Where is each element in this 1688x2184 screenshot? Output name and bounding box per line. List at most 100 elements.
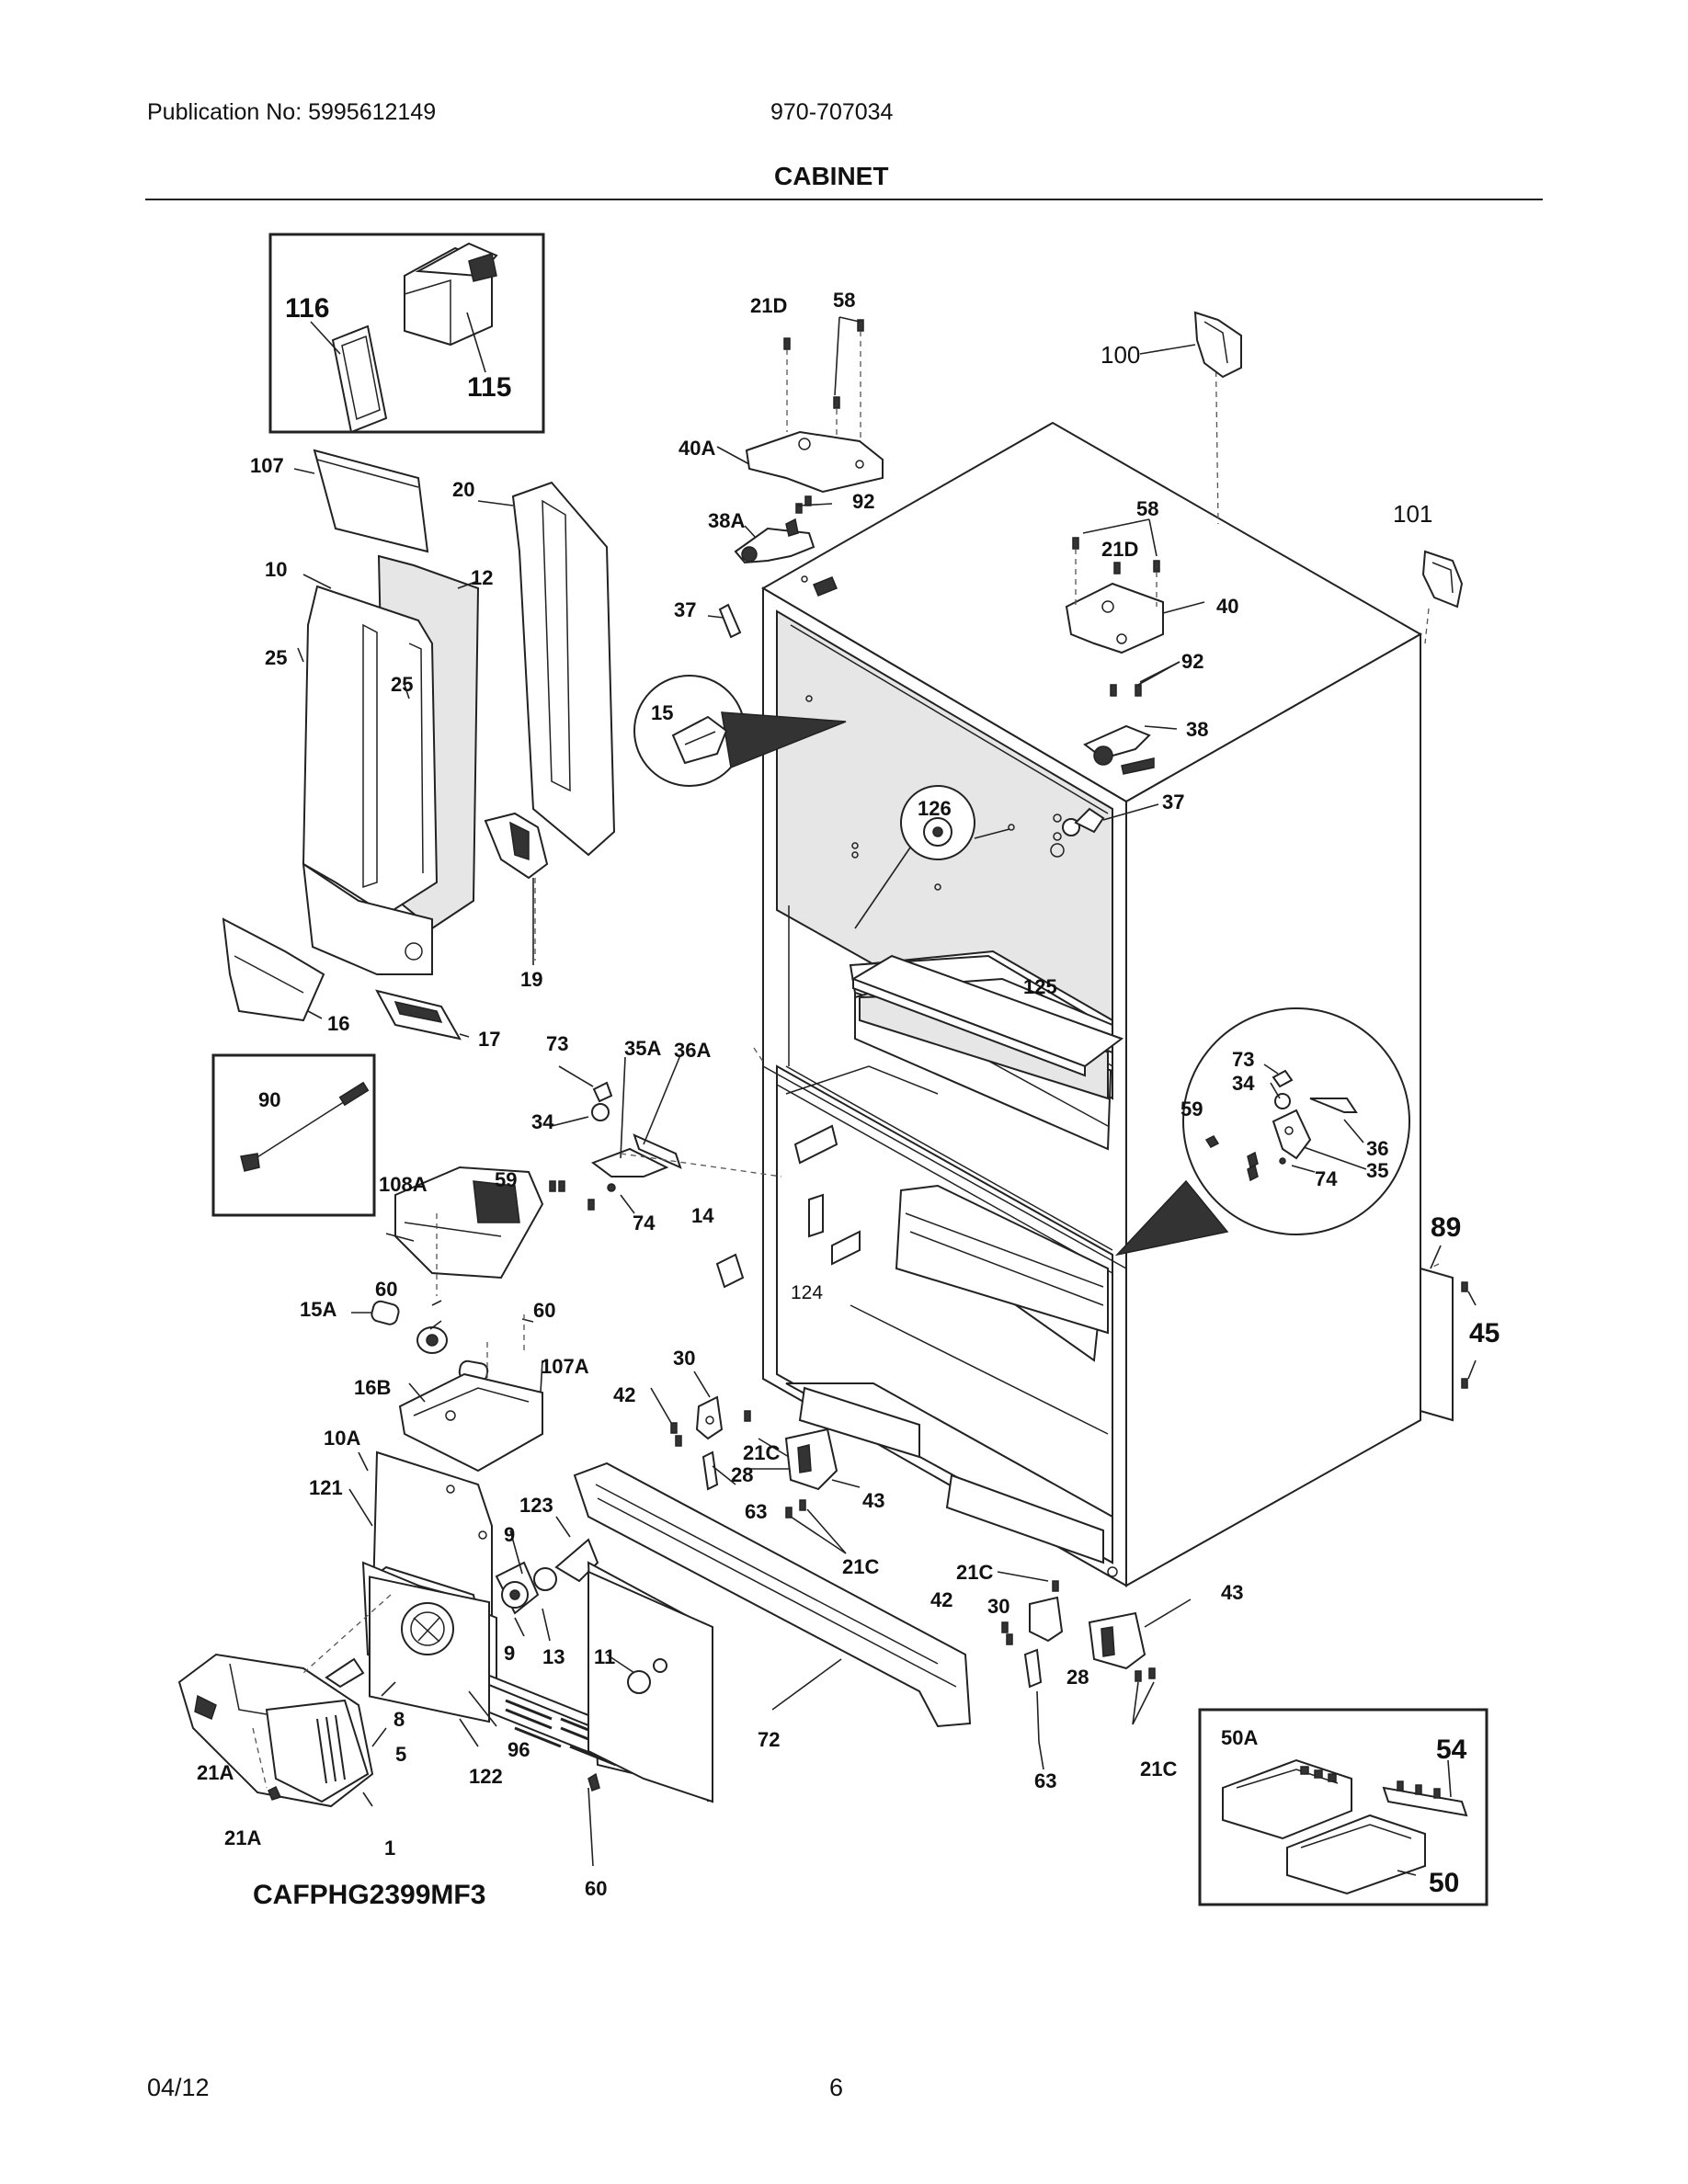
side-panel-89 (1420, 1245, 1477, 1422)
callout-11: 11 (594, 1645, 615, 1668)
part-14 (715, 1253, 745, 1289)
callout-21C-a: 21C (743, 1441, 780, 1464)
inset-crisper-box (1198, 1708, 1488, 1906)
callout-63-left: 63 (745, 1500, 767, 1523)
callout-96: 96 (508, 1738, 530, 1761)
callout-17: 17 (478, 1028, 500, 1051)
callout-59-left: 59 (495, 1168, 517, 1191)
inset-heater-box (211, 1053, 376, 1217)
page-number: 6 (829, 2074, 844, 2101)
callout-92-right: 92 (1181, 650, 1203, 673)
callout-73-right: 73 (1232, 1048, 1254, 1071)
callout-40: 40 (1216, 595, 1238, 618)
callout-34-left: 34 (531, 1110, 554, 1133)
callout-30-right: 30 (987, 1595, 1009, 1618)
callout-9-upper: 9 (504, 1523, 515, 1546)
callout-15A: 15A (300, 1298, 336, 1321)
callout-10A: 10A (324, 1427, 360, 1450)
callout-115: 115 (467, 372, 511, 403)
callout-9-lower: 9 (504, 1642, 515, 1665)
callout-58-right: 58 (1136, 497, 1158, 520)
callout-92-left: 92 (852, 490, 874, 513)
callout-16B: 16B (354, 1376, 391, 1399)
callout-37-right: 37 (1162, 791, 1184, 813)
callout-125: 125 (1023, 975, 1057, 998)
callout-126: 126 (918, 797, 952, 820)
callout-122: 122 (469, 1765, 503, 1788)
callout-20: 20 (452, 478, 474, 501)
callout-14: 14 (691, 1204, 714, 1227)
callout-100: 100 (1101, 341, 1140, 369)
callout-43-left: 43 (862, 1489, 884, 1512)
model-number: CAFPHG2399MF3 (253, 1880, 486, 1910)
footer-date: 04/12 (147, 2074, 210, 2101)
callout-30-left: 30 (673, 1347, 695, 1370)
callout-50A: 50A (1221, 1726, 1258, 1749)
callout-1: 1 (384, 1837, 395, 1860)
callout-74-right: 74 (1315, 1167, 1338, 1190)
callout-38A: 38A (708, 509, 745, 532)
callout-21C-d: 21C (1140, 1757, 1177, 1780)
dispenser-housing-parts (222, 449, 616, 1041)
callout-21A-left: 21A (197, 1761, 234, 1784)
callout-54: 54 (1436, 1735, 1467, 1765)
cabinet-trim-handle (573, 1462, 972, 1728)
callout-21D-right: 21D (1101, 538, 1138, 561)
inset-icemaker-box (268, 233, 545, 434)
callout-21D-top: 21D (750, 294, 787, 317)
lower-hinge-left (650, 1371, 861, 1554)
callout-72: 72 (758, 1728, 780, 1751)
callout-36: 36 (1366, 1137, 1388, 1160)
callout-89: 89 (1431, 1212, 1461, 1243)
callout-63-right: 63 (1034, 1769, 1056, 1792)
callout-5: 5 (395, 1743, 406, 1766)
callout-121: 121 (309, 1476, 343, 1499)
callout-59-right: 59 (1180, 1098, 1203, 1120)
detail-circle-hinge (1114, 1007, 1410, 1257)
callout-60-a: 60 (375, 1278, 397, 1301)
callout-12: 12 (471, 566, 493, 589)
lower-dispenser-assembly (177, 1166, 714, 1808)
callout-8: 8 (393, 1708, 405, 1731)
callout-74-left: 74 (633, 1211, 656, 1234)
callout-25-mid: 25 (391, 673, 413, 696)
lower-hinge-right (997, 1571, 1192, 1743)
callout-43-right: 43 (1221, 1581, 1243, 1604)
cabinet-body (753, 330, 1440, 1587)
callout-90: 90 (258, 1088, 280, 1111)
callout-123: 123 (519, 1494, 553, 1517)
title-divider (145, 199, 1543, 200)
callout-38: 38 (1186, 718, 1208, 741)
brackets-100-101 (1139, 311, 1464, 609)
callout-21C-c: 21C (956, 1561, 993, 1584)
page-title: CABINET (774, 162, 889, 190)
top-hinge-right (1065, 518, 1205, 834)
callout-35A: 35A (624, 1037, 661, 1060)
callout-21A-low: 21A (224, 1826, 261, 1849)
callout-107: 107 (250, 454, 284, 477)
callout-36A: 36A (674, 1039, 711, 1062)
callout-40A: 40A (679, 437, 715, 460)
publication-number: Publication No: 5995612149 (147, 99, 437, 125)
callout-42-left: 42 (613, 1383, 635, 1406)
center-hinge (549, 1054, 782, 1214)
callout-116: 116 (285, 293, 329, 324)
shelves (850, 954, 1124, 1335)
callout-35: 35 (1366, 1159, 1388, 1182)
misc-lead-lines (252, 1213, 1044, 1867)
callout-19: 19 (520, 968, 542, 991)
detail-circle-15 (633, 675, 847, 787)
callout-28-left: 28 (731, 1463, 753, 1486)
document-code: 970-707034 (770, 99, 894, 125)
callout-108A: 108A (379, 1173, 428, 1196)
detail-circle-126 (854, 785, 1010, 929)
callout-50: 50 (1429, 1868, 1459, 1898)
callout-73-left: 73 (546, 1032, 568, 1055)
callout-45: 45 (1469, 1318, 1500, 1348)
callout-21C-b: 21C (842, 1555, 879, 1578)
callout-labels: 116 115 107 20 10 12 25 25 19 16 17 90 1… (197, 289, 1500, 1900)
callout-58-top: 58 (833, 289, 855, 312)
callout-37-left: 37 (674, 598, 696, 621)
callout-15: 15 (651, 701, 673, 724)
